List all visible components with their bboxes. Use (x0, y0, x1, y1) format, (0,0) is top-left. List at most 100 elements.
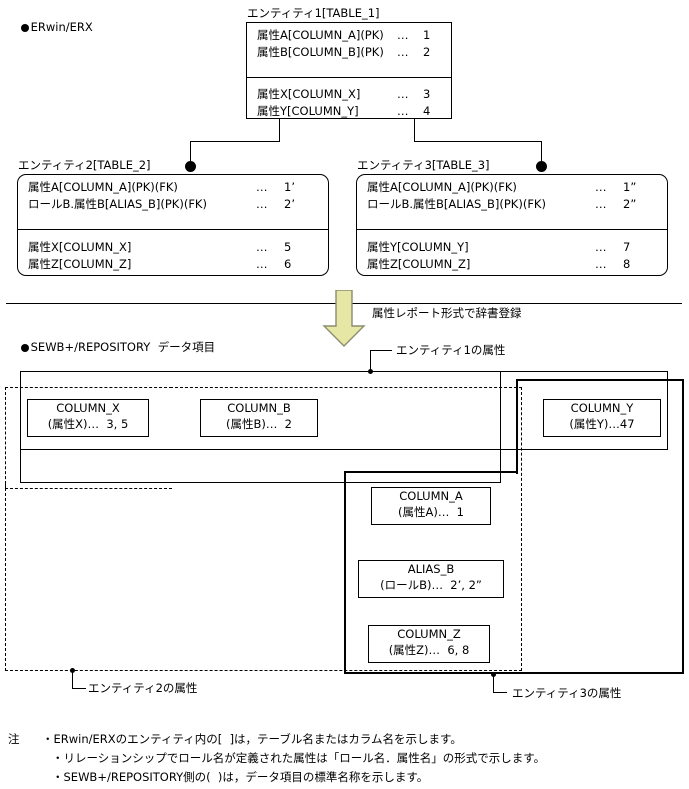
entity1-attr-1-dots: … (397, 104, 409, 118)
entity2-key-0-name: 属性A[COLUMN_A](PK)(FK) (28, 180, 178, 194)
entity1-attr-row: 属性X[COLUMN_X] … 3 (247, 86, 451, 103)
data-item-column-z-name: COLUMN_Z (397, 627, 461, 641)
region-entity2-left (5, 387, 172, 489)
entity3-attr-1-dots: … (595, 257, 607, 271)
entity2-attr-1-name: 属性Z[COLUMN_Z] (28, 257, 132, 271)
callout-dot-entity1 (368, 369, 373, 374)
callout-leader-entity3-v (493, 674, 494, 692)
entity3-key-1-name: ロールB.属性B[ALIAS_B](PK)(FK) (367, 197, 546, 211)
entity3-key-group: 属性A[COLUMN_A](PK)(FK) … 1” ロールB.属性B[ALIA… (357, 175, 667, 229)
entity3-attr-row: 属性Z[COLUMN_Z] … 8 (357, 256, 667, 273)
entity1-attr-1-name: 属性Y[COLUMN_Y] (257, 104, 359, 118)
note-item-2: ・SEWB+/REPOSITORY側の( )は，データ項目の標準名称を示します。 (52, 770, 429, 784)
data-item-column-z-sub: (属性Z)… 6, 8 (388, 643, 470, 657)
data-item-column-z: COLUMN_Z (属性Z)… 6, 8 (368, 625, 490, 663)
data-item-column-y-sub: (属性Y)…47 (569, 417, 635, 431)
entity1-attr-0-dots: … (397, 87, 409, 101)
entity2-key-1-num: 2’ (284, 197, 295, 211)
entity1-separator (247, 77, 451, 78)
section-label-erwin: ERwin/ERX (6, 6, 93, 48)
entity1-key-0-dots: … (397, 28, 409, 42)
entity3-title: エンティティ3[TABLE_3] (357, 158, 490, 172)
section-label-erwin-text: ERwin/ERX (30, 20, 93, 34)
entity3-separator (357, 229, 667, 230)
entity2-attr-0-num: 5 (284, 240, 292, 254)
region-entity2-top (170, 387, 522, 491)
data-item-column-a-sub: (属性A)… 1 (398, 505, 464, 519)
data-item-alias-b-name: ALIAS_B (407, 562, 455, 576)
entity1-key-1-name: 属性B[COLUMN_B](PK) (257, 45, 384, 59)
bullet-icon (20, 344, 29, 352)
entity1-box: 属性A[COLUMN_A](PK) … 1 属性B[COLUMN_B](PK) … (246, 22, 452, 119)
entity3-attr-0-dots: … (595, 240, 607, 254)
data-item-column-y: COLUMN_Y (属性Y)…47 (543, 399, 661, 437)
callout-leader-entity2-v (72, 670, 73, 688)
data-item-column-b-sub: (属性B)… 2 (226, 417, 292, 431)
data-item-column-y-name: COLUMN_Y (570, 401, 634, 415)
region-label-entity1: エンティティ1の属性 (396, 343, 506, 357)
entity2-key-group: 属性A[COLUMN_A](PK)(FK) … 1’ ロールB.属性B[ALIA… (18, 175, 328, 229)
entity2-box: 属性A[COLUMN_A](PK)(FK) … 1’ ロールB.属性B[ALIA… (17, 174, 329, 276)
data-item-column-a-name: COLUMN_A (399, 489, 463, 503)
section-label-repository-text: SEWB+/REPOSITORY データ項目 (30, 340, 216, 354)
entity1-title: エンティティ1[TABLE_1] (247, 6, 380, 20)
entity1-attr-0-name: 属性X[COLUMN_X] (257, 87, 361, 101)
entity2-key-row: ロールB.属性B[ALIAS_B](PK)(FK) … 2’ (18, 196, 328, 213)
entity3-attr-group: 属性Y[COLUMN_Y] … 7 属性Z[COLUMN_Z] … 8 (357, 230, 667, 289)
entity2-key-1-dots: … (256, 197, 268, 211)
entity3-attr-row: 属性Y[COLUMN_Y] … 7 (357, 239, 667, 256)
entity3-key-row: 属性A[COLUMN_A](PK)(FK) … 1” (357, 179, 667, 196)
relationship-dot-entity3 (536, 161, 547, 172)
entity3-key-0-name: 属性A[COLUMN_A](PK)(FK) (367, 180, 517, 194)
entity3-attr-0-name: 属性Y[COLUMN_Y] (367, 240, 469, 254)
entity2-attr-0-name: 属性X[COLUMN_X] (28, 240, 132, 254)
region-entity1-attributes-extension (20, 371, 501, 483)
entity2-key-row: 属性A[COLUMN_A](PK)(FK) … 1’ (18, 179, 328, 196)
entity2-key-0-num: 1’ (284, 180, 295, 194)
entity1-attr-row: 属性Y[COLUMN_Y] … 4 (247, 103, 451, 120)
entity1-key-group: 属性A[COLUMN_A](PK) … 1 属性B[COLUMN_B](PK) … (247, 23, 451, 77)
data-item-alias-b: ALIAS_B (ロールB)… 2’, 2” (358, 560, 504, 598)
arrow-caption: 属性レポート形式で辞書登録 (372, 306, 522, 320)
entity3-box: 属性A[COLUMN_A](PK)(FK) … 1” ロールB.属性B[ALIA… (356, 174, 668, 276)
entity2-attr-row: 属性X[COLUMN_X] … 5 (18, 239, 328, 256)
callout-leader-entity1-h (370, 350, 392, 351)
entity2-attr-group: 属性X[COLUMN_X] … 5 属性Z[COLUMN_Z] … 6 (18, 230, 328, 289)
connector-right-vertical-lower (541, 141, 542, 165)
data-item-column-x: COLUMN_X (属性X)… 3, 5 (27, 399, 149, 437)
note-item-0: ・ERwin/ERXのエンティティ内の[ ]は，テーブル名またはカラム名を示しま… (42, 732, 462, 746)
entity3-attr-1-num: 8 (623, 257, 631, 271)
entity2-attr-1-num: 6 (284, 257, 292, 271)
data-item-column-a: COLUMN_A (属性A)… 1 (371, 487, 491, 525)
entity1-key-row: 属性A[COLUMN_A](PK) … 1 (247, 27, 451, 44)
callout-leader-entity3-h (493, 692, 507, 693)
entity1-key-1-dots: … (397, 45, 409, 59)
data-item-column-x-name: COLUMN_X (56, 401, 120, 415)
connector-right-vertical-upper (414, 119, 415, 141)
data-item-column-b: COLUMN_B (属性B)… 2 (200, 399, 318, 437)
entity1-key-0-num: 1 (423, 28, 431, 42)
entity1-attr-group: 属性X[COLUMN_X] … 3 属性Y[COLUMN_Y] … 4 (247, 78, 451, 136)
data-item-alias-b-sub: (ロールB)… 2’, 2” (380, 578, 482, 592)
entity2-separator (18, 229, 328, 230)
callout-leader-entity2-h (72, 688, 86, 689)
bullet-icon (20, 24, 29, 32)
data-item-column-b-name: COLUMN_B (227, 401, 291, 415)
entity2-attr-0-dots: … (256, 240, 268, 254)
region-entity2-body (5, 483, 522, 671)
entity2-title: エンティティ2[TABLE_2] (18, 158, 151, 172)
data-item-column-x-sub: (属性X)… 3, 5 (47, 417, 129, 431)
connector-left-vertical-upper (279, 119, 280, 141)
entity1-key-row: 属性B[COLUMN_B](PK) … 2 (247, 44, 451, 61)
entity3-attr-0-num: 7 (623, 240, 631, 254)
entity3-attr-1-name: 属性Z[COLUMN_Z] (367, 257, 471, 271)
connector-left-horizontal (190, 141, 280, 142)
entity1-attr-1-num: 4 (423, 104, 431, 118)
entity3-key-1-dots: … (595, 197, 607, 211)
region-entity3-top-edge (344, 471, 518, 473)
entity1-attr-0-num: 3 (423, 87, 431, 101)
entity3-key-row: ロールB.属性B[ALIAS_B](PK)(FK) … 2” (357, 196, 667, 213)
entity2-key-1-name: ロールB.属性B[ALIAS_B](PK)(FK) (28, 197, 207, 211)
callout-leader-entity1-v (370, 350, 371, 370)
